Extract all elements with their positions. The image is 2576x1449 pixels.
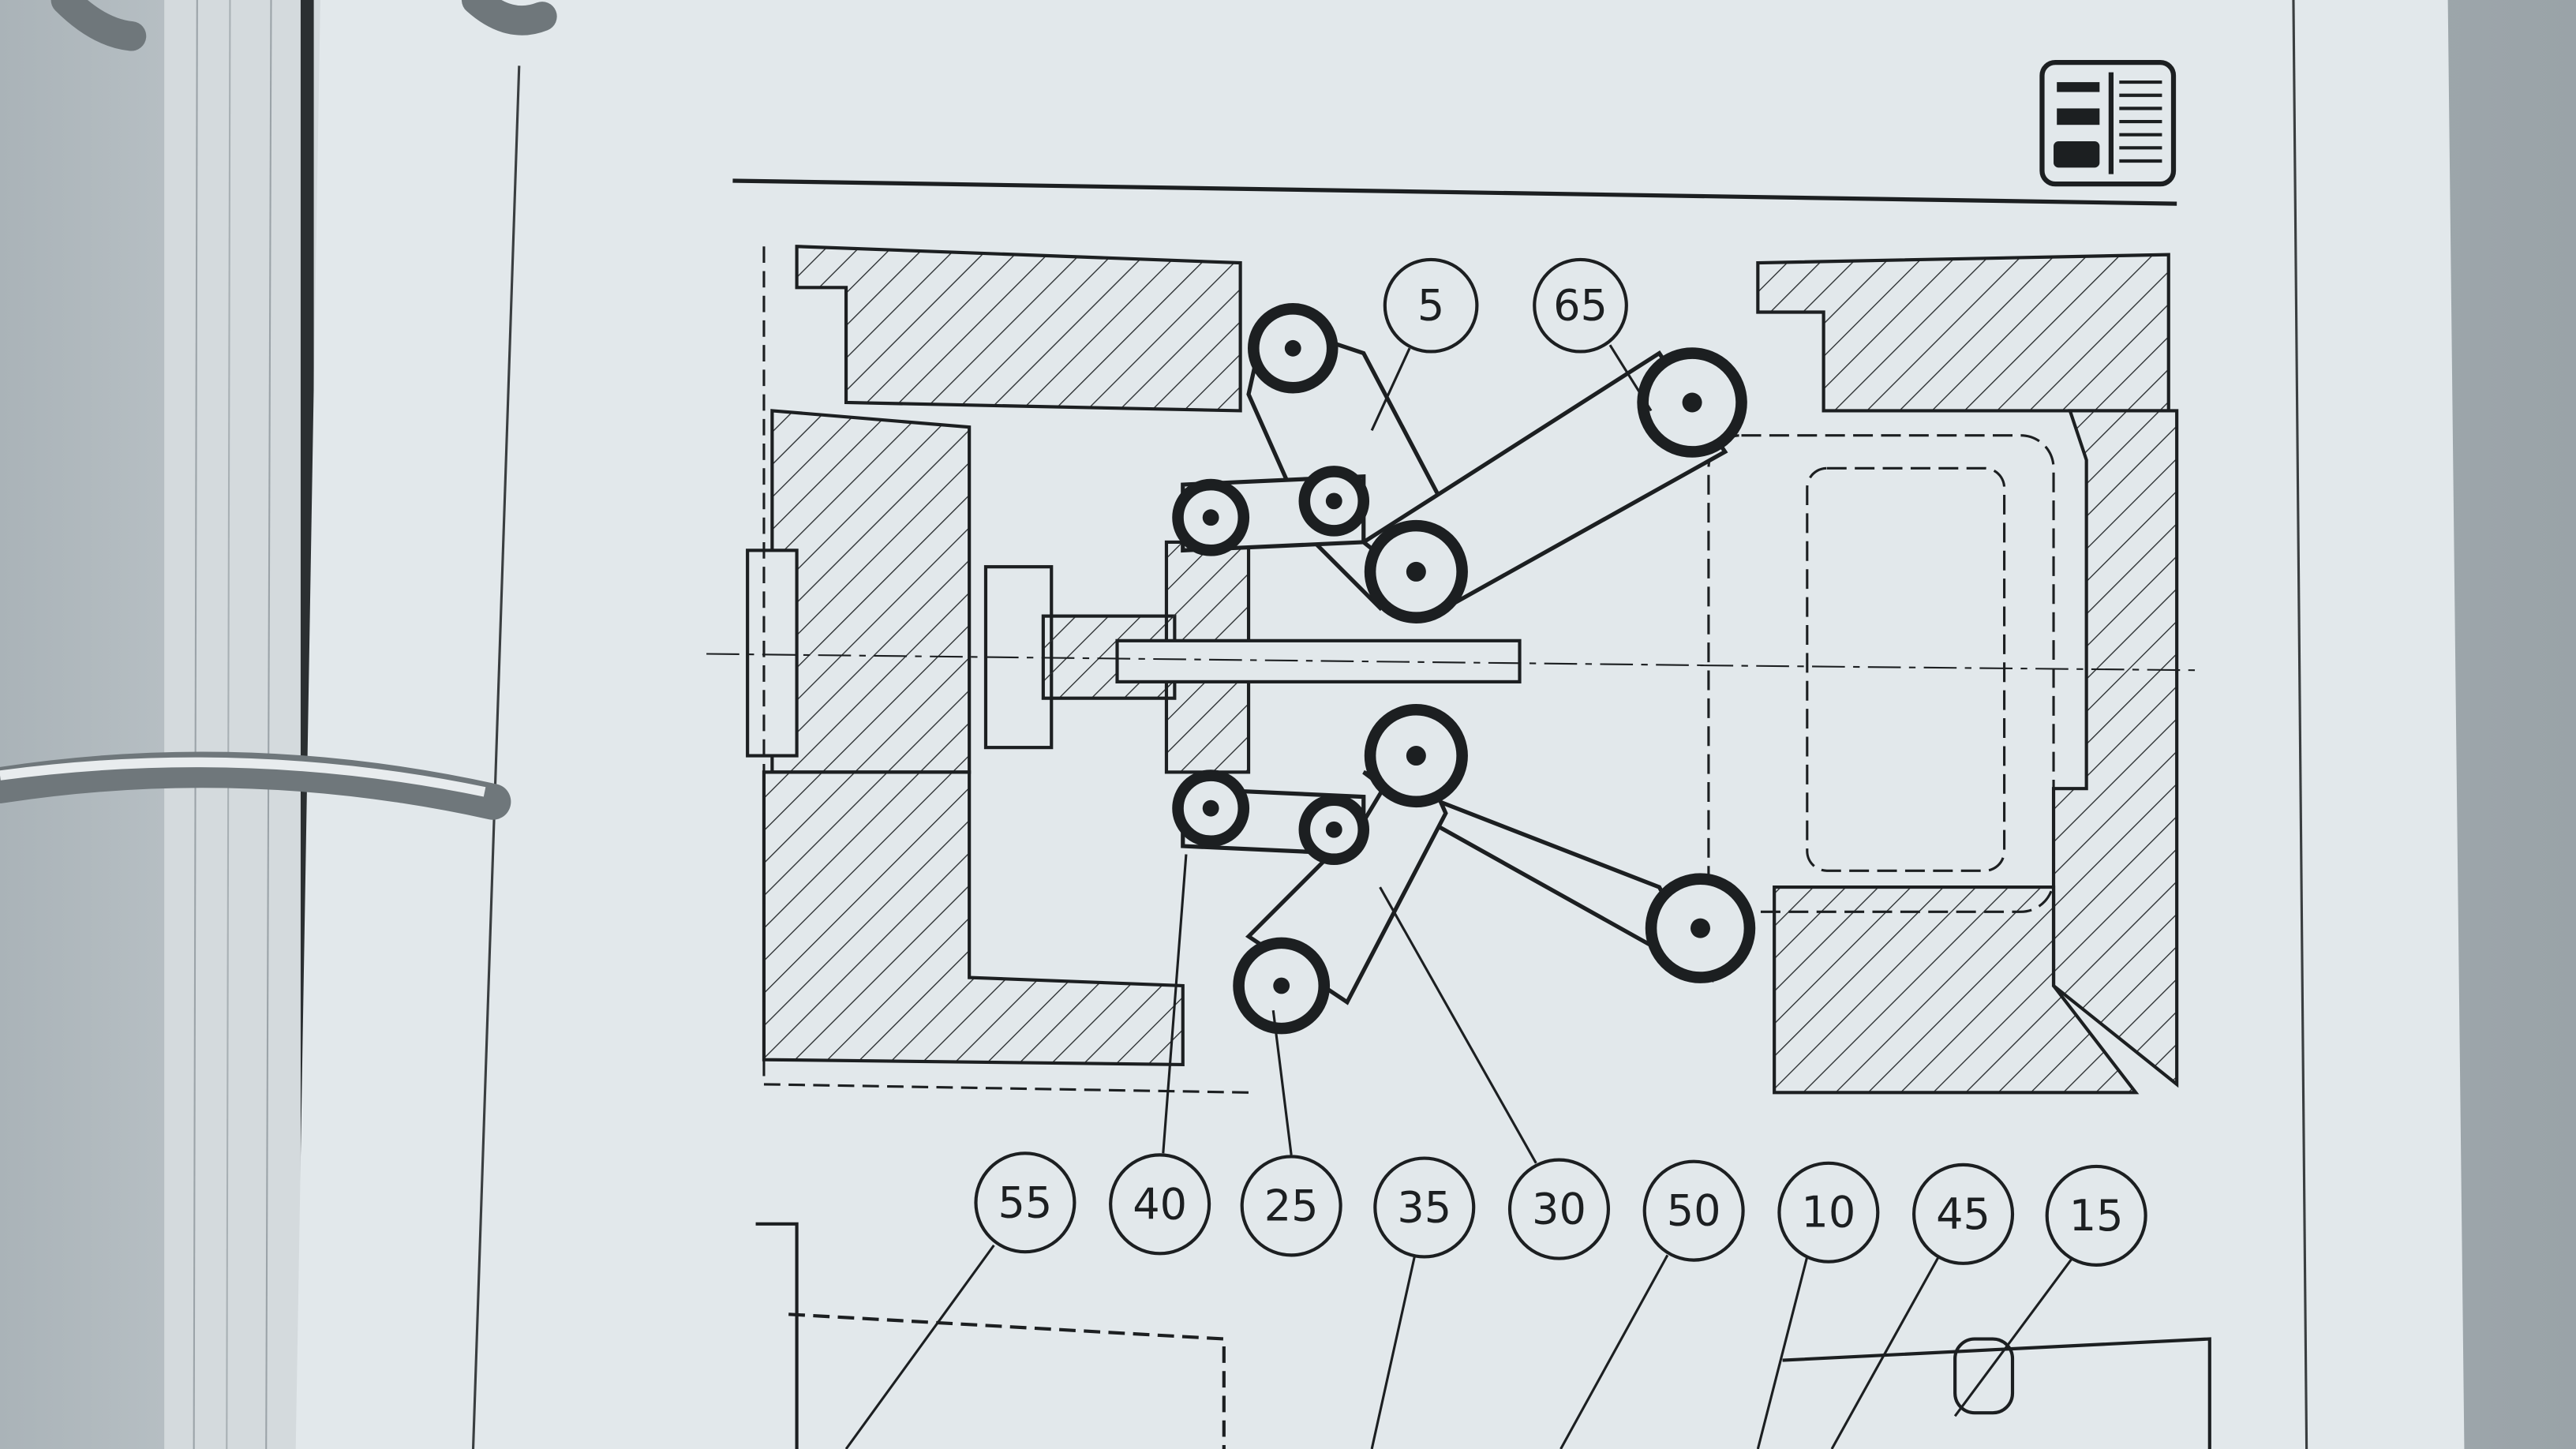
callout-35: 35	[1373, 1156, 1476, 1259]
callout-5: 5	[1383, 257, 1479, 354]
housing-right	[1700, 253, 2202, 1095]
callout-15: 15	[2045, 1164, 2147, 1267]
machine-parts-list-icon	[2039, 59, 2177, 187]
callout-label: 5	[1417, 281, 1444, 331]
callout-label: 55	[998, 1178, 1053, 1227]
callout-65: 65	[1533, 257, 1628, 354]
pivot-pins	[1172, 303, 1756, 1035]
callout-label: 35	[1397, 1183, 1451, 1233]
page-border-right	[2292, 0, 2308, 1449]
housing-left	[746, 245, 1522, 1094]
callout-40: 40	[1109, 1153, 1211, 1256]
lower-drawing-fragment	[755, 1222, 2211, 1449]
callout-label: 30	[1532, 1185, 1586, 1234]
callout-25: 25	[1240, 1155, 1342, 1257]
callout-label: 10	[1801, 1188, 1855, 1237]
binder-ring-top	[51, 0, 557, 51]
callout-label: 15	[2069, 1191, 2124, 1241]
page-margin-line	[471, 66, 521, 1449]
leader-lines	[844, 344, 2075, 1449]
callout-label: 25	[1264, 1181, 1319, 1230]
callout-10: 10	[1777, 1161, 1880, 1264]
callout-45: 45	[1912, 1163, 2015, 1265]
callout-label: 45	[1936, 1189, 1990, 1239]
callout-55: 55	[974, 1151, 1076, 1254]
callout-50: 50	[1642, 1159, 1745, 1262]
binder-ring-bottom	[0, 751, 511, 820]
callout-label: 65	[1553, 281, 1608, 331]
callout-label: 40	[1133, 1179, 1187, 1229]
callout-label: 50	[1667, 1186, 1721, 1236]
header-rule	[732, 178, 2177, 206]
callout-30: 30	[1507, 1158, 1611, 1260]
